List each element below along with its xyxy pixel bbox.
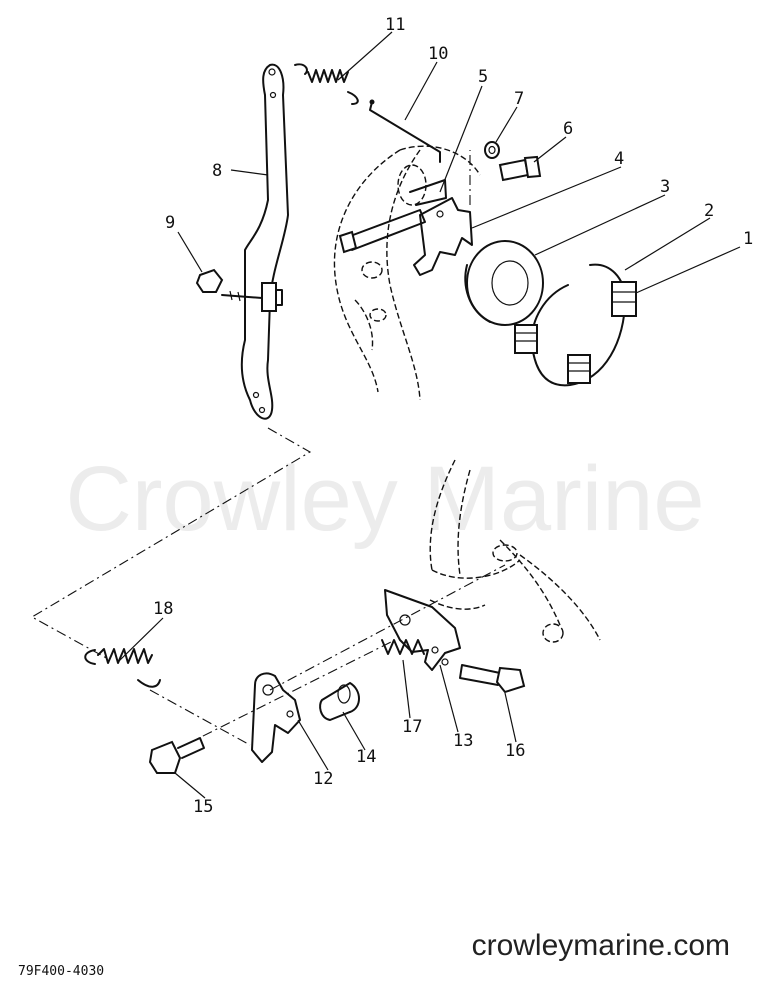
callout-1: 1 [743,229,753,249]
part-12-bracket [251,672,301,763]
callout-4: 4 [614,149,624,169]
callout-leaders [117,31,741,799]
part-18-spring [84,648,161,688]
callout-11: 11 [385,15,405,35]
callout-16: 16 [505,741,525,761]
part-1-clamp [611,281,637,317]
callout-7: 7 [514,89,524,109]
callout-12: 12 [313,769,333,789]
part-4-plate [413,197,473,276]
part-10-rod [369,99,441,163]
part-11-spring [294,63,359,105]
part-16-bolt [459,664,526,694]
engine-housing-upper [333,145,481,401]
part-3-ring [464,240,544,326]
callout-5: 5 [478,67,488,87]
engine-housing-lower [429,459,601,643]
site-label: crowleymarine.com [472,929,730,962]
callout-15: 15 [193,797,213,817]
callout-14: 14 [356,747,376,767]
callout-13: 13 [453,731,473,751]
part-2-wire [514,263,626,387]
callout-10: 10 [428,44,448,64]
callout-2: 2 [704,201,714,221]
watermark-text: Crowley Marine [65,448,704,550]
part-code-label: 79F400-4030 [18,964,104,979]
part-7-washer [484,141,500,159]
part-5-shaft [338,179,447,254]
part-13-plate [384,589,461,671]
callout-9: 9 [165,213,175,233]
part-8-link-lever [240,63,289,420]
callout-18: 18 [153,599,173,619]
part-15-bolt [148,737,205,774]
part-14-sleeve [319,681,360,722]
part-9-nut [195,268,263,302]
callout-17: 17 [402,717,422,737]
callout-numbers: 1 2 3 4 5 6 7 8 9 10 11 12 13 14 15 16 1… [153,15,753,817]
part-17-spring [381,639,425,655]
callout-8: 8 [212,161,222,181]
part-6-screw [498,155,542,182]
assembly-centerlines [30,150,506,746]
callout-6: 6 [563,119,573,139]
callout-3: 3 [660,177,670,197]
